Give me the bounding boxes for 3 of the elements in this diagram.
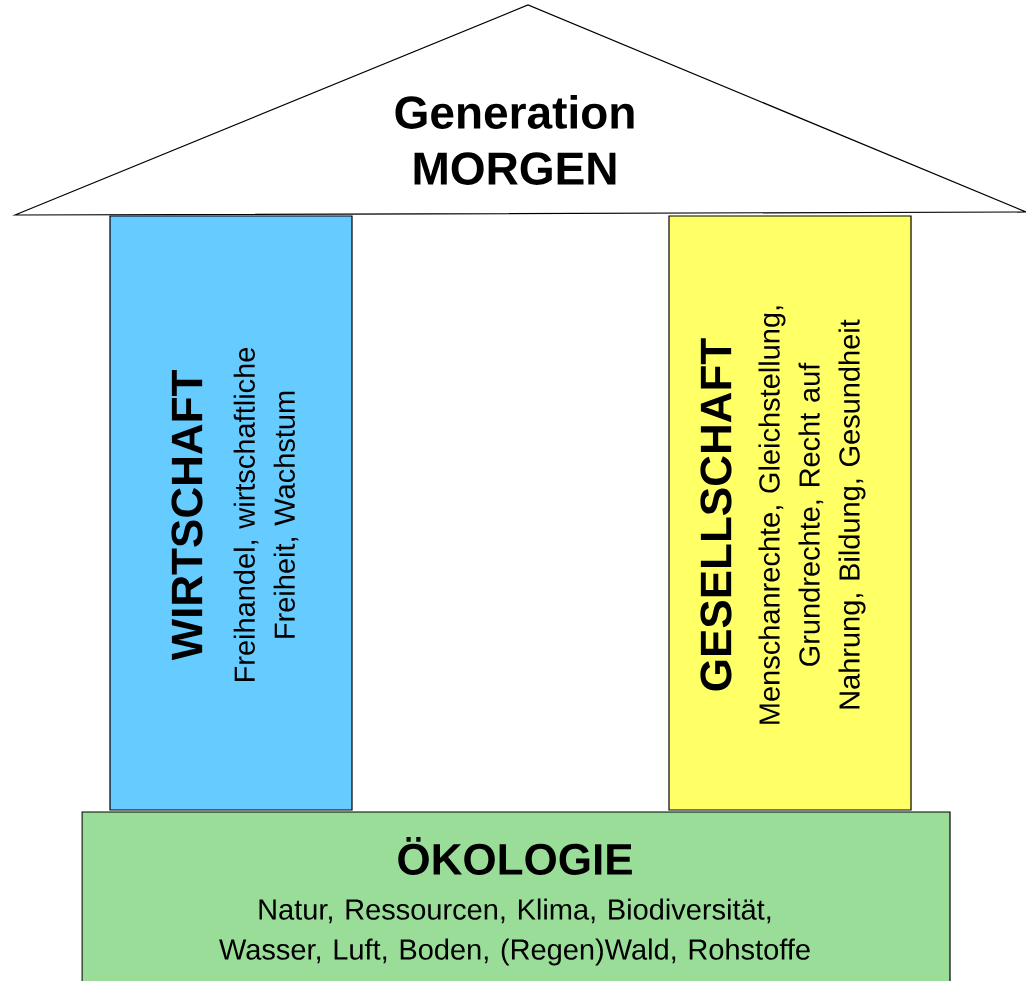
pillar-box: GESELLSCHAFT Menschanrechte, Gleichstellung, Grundrechte, Recht auf Nahrung, Bildung, Gesundheit <box>668 215 912 811</box>
foundation-box: ÖKOLOGIE Natur, Ressourcen, Klima, Biodiversität, Wasser, Luft, Boden, (Regen)Wald, Rohstoffe <box>81 811 951 981</box>
pillar-box: WIRTSCHAFT Freihandel, wirtschaftliche Freiheit, Wachstum <box>109 215 353 811</box>
